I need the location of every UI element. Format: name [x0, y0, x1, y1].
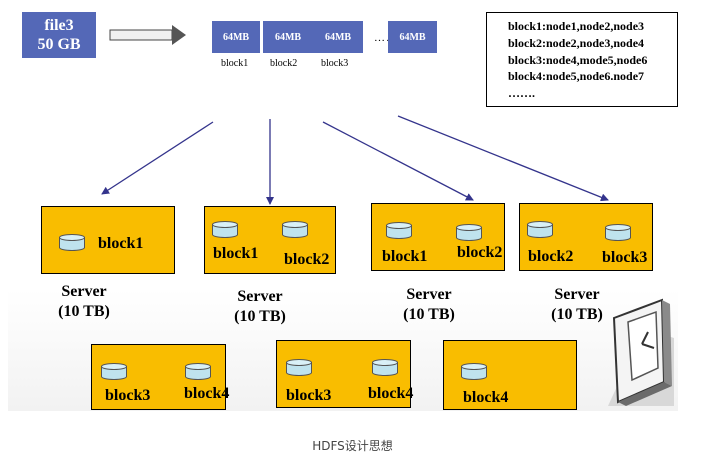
server-box: block1 [41, 206, 175, 274]
server-label: Server (10 TB) [551, 286, 603, 323]
block-chip-3: 64MB [313, 21, 363, 53]
block-caption-3: block3 [321, 58, 349, 69]
block-caption-1: block1 [221, 58, 249, 69]
block-label: block4 [184, 385, 230, 402]
arrow-layer [101, 25, 609, 205]
file-size: 50 GB [37, 36, 81, 53]
block-node-mapping: block1:node1,node2,node3 block2:node2,no… [486, 12, 678, 107]
clock-decoration [608, 298, 674, 406]
disk-icon [59, 234, 85, 251]
block-label: block4 [368, 385, 414, 402]
disk-icon [527, 221, 553, 238]
block-label: block3 [602, 249, 648, 266]
disk-icon [185, 363, 211, 380]
server-box: block1 block2 [204, 206, 336, 274]
file-box: file3 50 GB [22, 12, 96, 58]
server-box: block4 [443, 340, 577, 410]
mapping-line: ……. [508, 86, 535, 101]
placement-arrow-1 [101, 121, 214, 195]
server-box: block3 block4 [91, 344, 230, 410]
disk-icon [372, 359, 398, 376]
block-label: block3 [105, 387, 151, 404]
block-label: block3 [286, 387, 332, 404]
mapping-line: block3:node4,mode5,node6 [508, 52, 648, 67]
disk-icon [212, 221, 238, 238]
file-name: file3 [44, 17, 74, 34]
figure-caption: HDFS设计思想 [312, 439, 393, 453]
block-chip-1: 64MB [212, 21, 260, 53]
disk-icon [286, 359, 312, 376]
server-box: block3 block4 [276, 340, 414, 408]
block-label: block2 [284, 251, 330, 268]
block-chip-2: 64MB [263, 21, 313, 53]
mapping-line: block4:node5,node6.node7 [508, 69, 645, 84]
block-label: block1 [98, 235, 144, 252]
disk-icon [386, 222, 412, 239]
mapping-line: block2:node2,node3,node4 [508, 35, 645, 50]
block-label: block4 [463, 389, 509, 406]
block-label: block1 [382, 248, 428, 265]
server-box: block2 block3 [519, 203, 653, 271]
block-caption-2: block2 [270, 58, 298, 69]
disk-icon [282, 221, 308, 238]
disk-icon [101, 363, 127, 380]
server-label: Server (10 TB) [403, 286, 455, 323]
disk-icon [605, 224, 631, 241]
placement-arrow-3 [322, 121, 474, 201]
block-label: block2 [528, 248, 574, 265]
server-label: Server (10 TB) [234, 288, 286, 325]
mapping-line: block1:node1,node2,node3 [508, 19, 645, 33]
server-box: block1 block2 [371, 203, 505, 271]
block-label: block2 [457, 244, 503, 261]
split-arrow [109, 25, 186, 45]
disk-icon [456, 224, 482, 241]
diagram-slide: file3 50 GB 64MB 64MB 64MB …… 64MB block… [8, 6, 678, 411]
block-chip-4: 64MB [388, 21, 437, 53]
disk-icon [461, 363, 487, 380]
server-label: Server (10 TB) [58, 283, 110, 320]
placement-arrow-4 [397, 115, 609, 202]
block-label: block1 [213, 245, 259, 262]
